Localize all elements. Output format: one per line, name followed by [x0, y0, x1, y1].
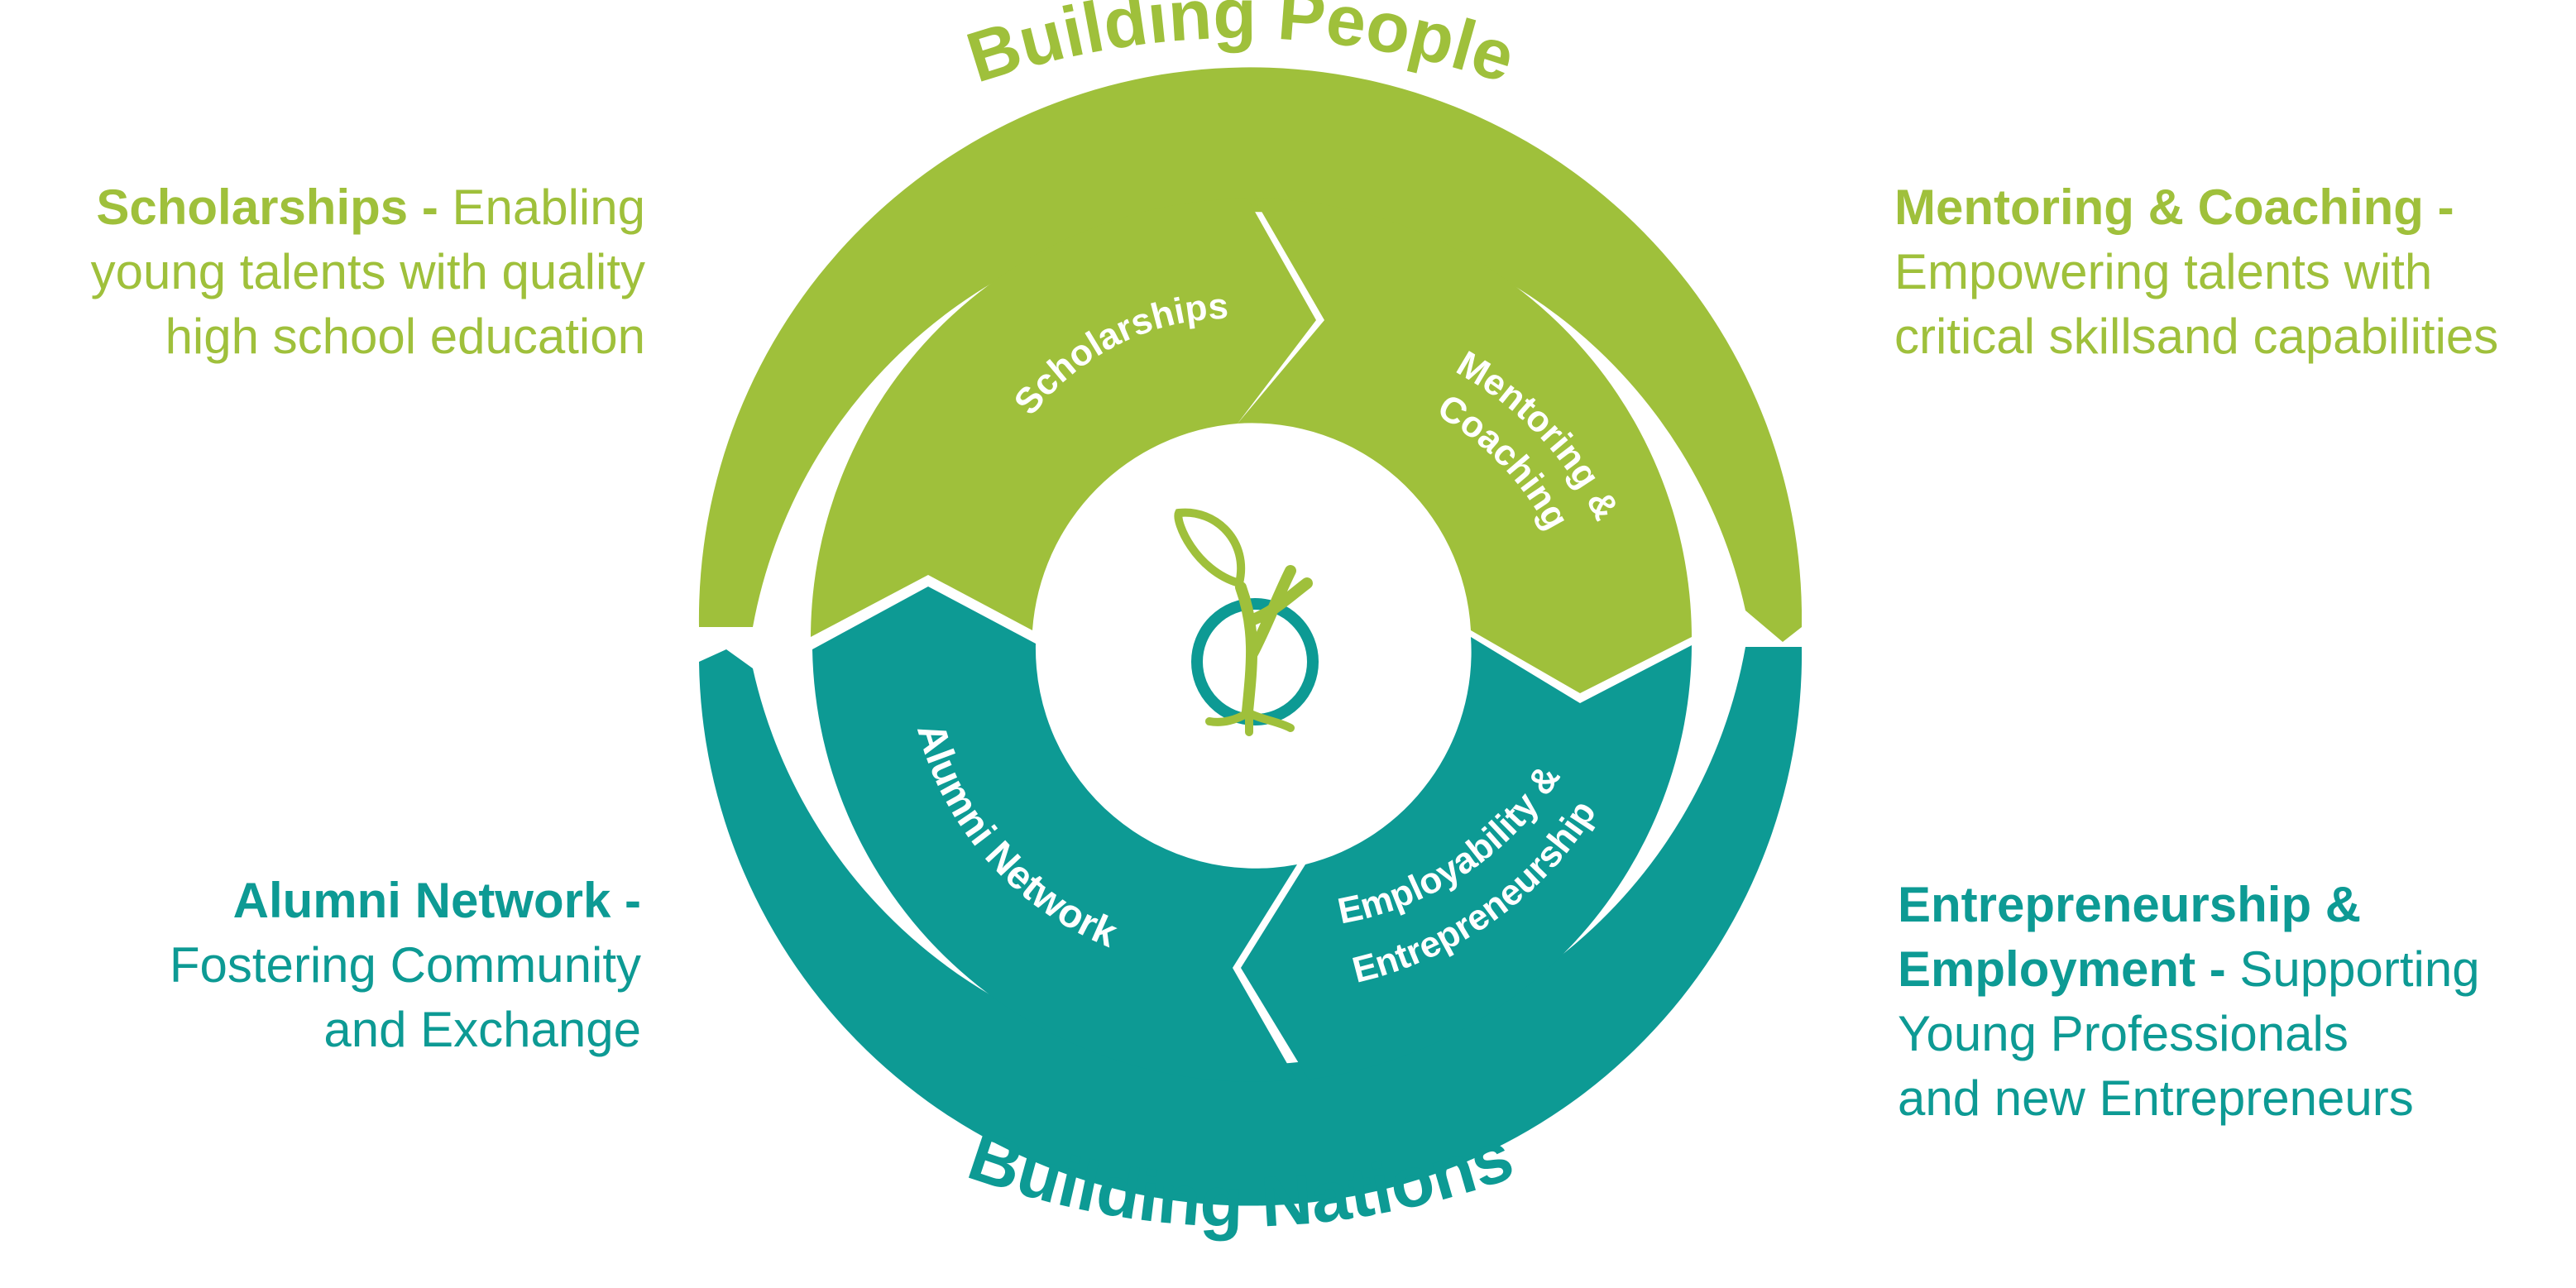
- description-mentoring-body-1: Empowering talents with: [1894, 244, 2433, 299]
- description-mentoring-title: Mentoring & Coaching -: [1894, 180, 2454, 235]
- segment-scholarships: [811, 199, 1316, 637]
- description-scholarships-title: Scholarships -: [96, 180, 452, 235]
- sapling-icon: [1174, 508, 1319, 736]
- description-scholarships: Scholarships - Enabling young talents wi…: [0, 175, 645, 369]
- segment-alumni-network: [812, 587, 1297, 1082]
- description-alumni-body-1: Fostering Community: [169, 937, 641, 993]
- description-entrepreneurship: Entrepreneurship & Employment - Supporti…: [1898, 873, 2576, 1131]
- segment-employability-entrepreneurship: [1241, 637, 1692, 1080]
- description-mentoring-body-2: critical skillsand capabilities: [1894, 309, 2499, 364]
- description-scholarships-body-2: young talents with quality: [90, 244, 645, 299]
- description-alumni: Alumni Network - Fostering Community and…: [0, 869, 641, 1062]
- description-alumni-body-2: and Exchange: [323, 1002, 641, 1057]
- description-entrepreneurship-body-1: Supporting: [2239, 941, 2480, 997]
- description-entrepreneurship-body-2: Young Professionals: [1898, 1006, 2349, 1061]
- description-scholarships-body-1: Enabling: [452, 180, 645, 235]
- description-entrepreneurship-body-3: and new Entrepreneurs: [1898, 1070, 2414, 1126]
- segment-mentoring-coaching: [1238, 199, 1692, 693]
- outer-arc-building-people: [698, 67, 1802, 642]
- description-entrepreneurship-title-1: Entrepreneurship &: [1898, 877, 2362, 932]
- description-mentoring: Mentoring & Coaching - Empowering talent…: [1894, 175, 2576, 369]
- outer-arc-building-nations: [699, 647, 1803, 1206]
- description-alumni-title: Alumni Network -: [232, 873, 641, 928]
- description-scholarships-body-3: high school education: [165, 309, 645, 364]
- description-entrepreneurship-title-2: Employment -: [1898, 941, 2240, 997]
